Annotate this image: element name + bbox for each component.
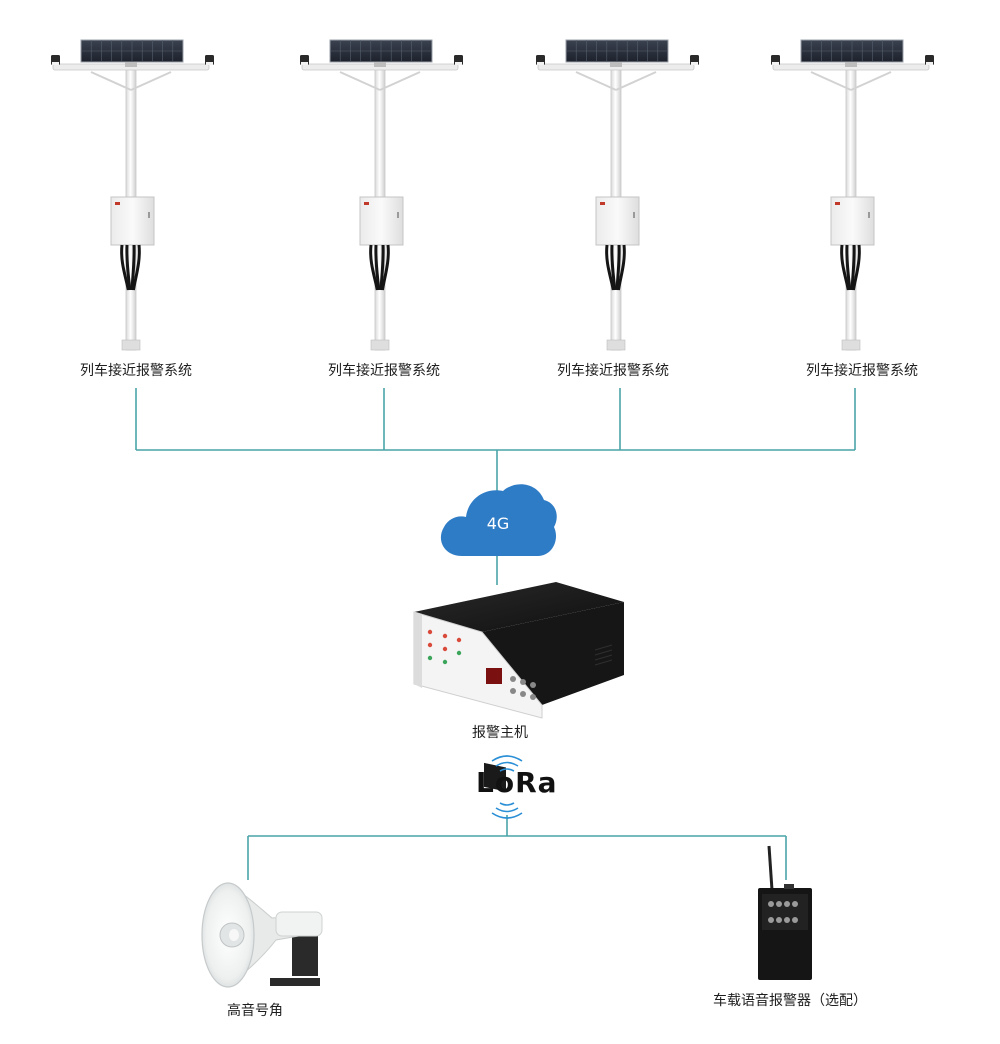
pole-unit (771, 39, 934, 351)
camera-icon (536, 55, 545, 65)
camera-icon (454, 55, 463, 65)
camera-icon (771, 55, 780, 65)
cloud-label: 4G (486, 514, 510, 533)
camera-icon (925, 55, 934, 65)
horn-speaker-icon (201, 882, 323, 988)
pole-unit (300, 39, 463, 351)
radio-wave-icon (491, 755, 523, 819)
control-box-icon (110, 196, 155, 246)
lora-label: LoRa (476, 766, 558, 799)
pole-unit (536, 39, 699, 351)
pole-label-2: 列车接近报警系统 (328, 363, 440, 379)
pole-unit (51, 39, 214, 351)
pole-label-1: 列车接近报警系统 (80, 363, 192, 379)
control-box-icon (595, 196, 640, 246)
solar-panel-icon (800, 39, 904, 67)
control-box-icon (830, 196, 875, 246)
camera-icon (205, 55, 214, 65)
vehicle-alarm-icon (758, 845, 812, 980)
alarm-host-label: 报警主机 (472, 725, 528, 741)
cloud-icon (440, 484, 557, 556)
pole-label-3: 列车接近报警系统 (557, 363, 669, 379)
camera-icon (51, 55, 60, 65)
alarm-host-icon (413, 582, 624, 792)
solar-panel-icon (565, 39, 669, 67)
vehicle-alarm-label: 车载语音报警器（选配） (713, 993, 867, 1009)
camera-icon (690, 55, 699, 65)
pole-label-4: 列车接近报警系统 (806, 363, 918, 379)
solar-panel-icon (329, 39, 433, 67)
camera-icon (300, 55, 309, 65)
control-box-icon (359, 196, 404, 246)
pole-group (51, 39, 934, 351)
solar-panel-icon (80, 39, 184, 67)
horn-label: 高音号角 (227, 1003, 283, 1019)
